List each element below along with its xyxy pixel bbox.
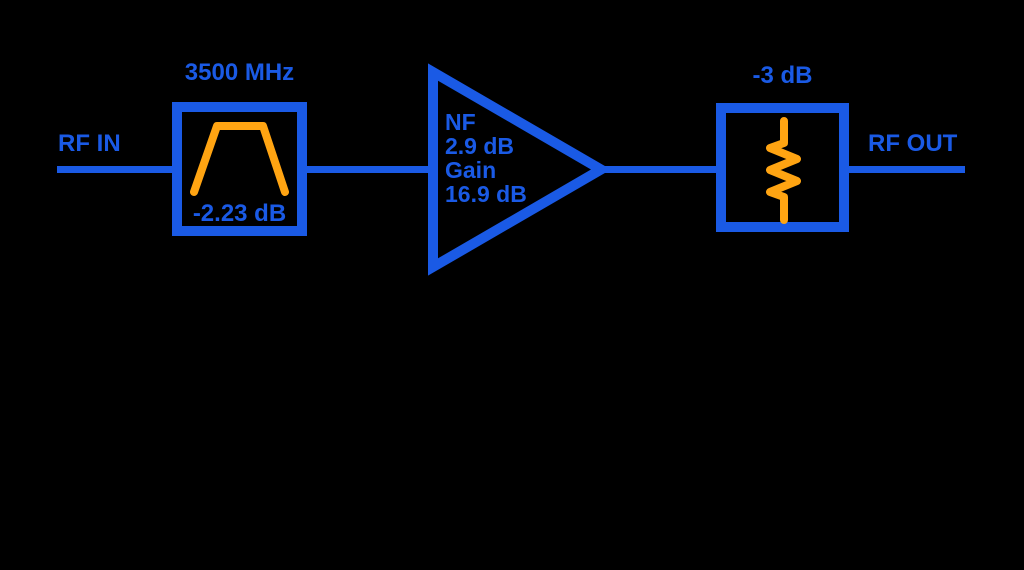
- attenuator-box: [716, 103, 849, 232]
- amplifier-triangle: [428, 63, 611, 276]
- filter-box: [172, 102, 307, 236]
- rf-in-label: RF IN: [58, 130, 121, 157]
- amplifier-specs: NF 2.9 dB Gain 16.9 dB: [445, 110, 527, 206]
- attenuator-loss-label: -3 dB: [752, 62, 813, 89]
- resistor-icon: [766, 117, 801, 224]
- filter-loss-label: -2.23 dB: [192, 200, 287, 227]
- rf-out-label: RF OUT: [868, 130, 958, 157]
- amplifier-gain-value: 16.9 dB: [445, 181, 527, 207]
- amplifier-nf-label: NF: [445, 109, 476, 135]
- amplifier-nf-value: 2.9 dB: [445, 133, 515, 159]
- filter-frequency-label: 3500 MHz: [184, 59, 295, 86]
- amplifier-gain-label: Gain: [445, 157, 497, 183]
- bandpass-filter-icon: [190, 122, 289, 196]
